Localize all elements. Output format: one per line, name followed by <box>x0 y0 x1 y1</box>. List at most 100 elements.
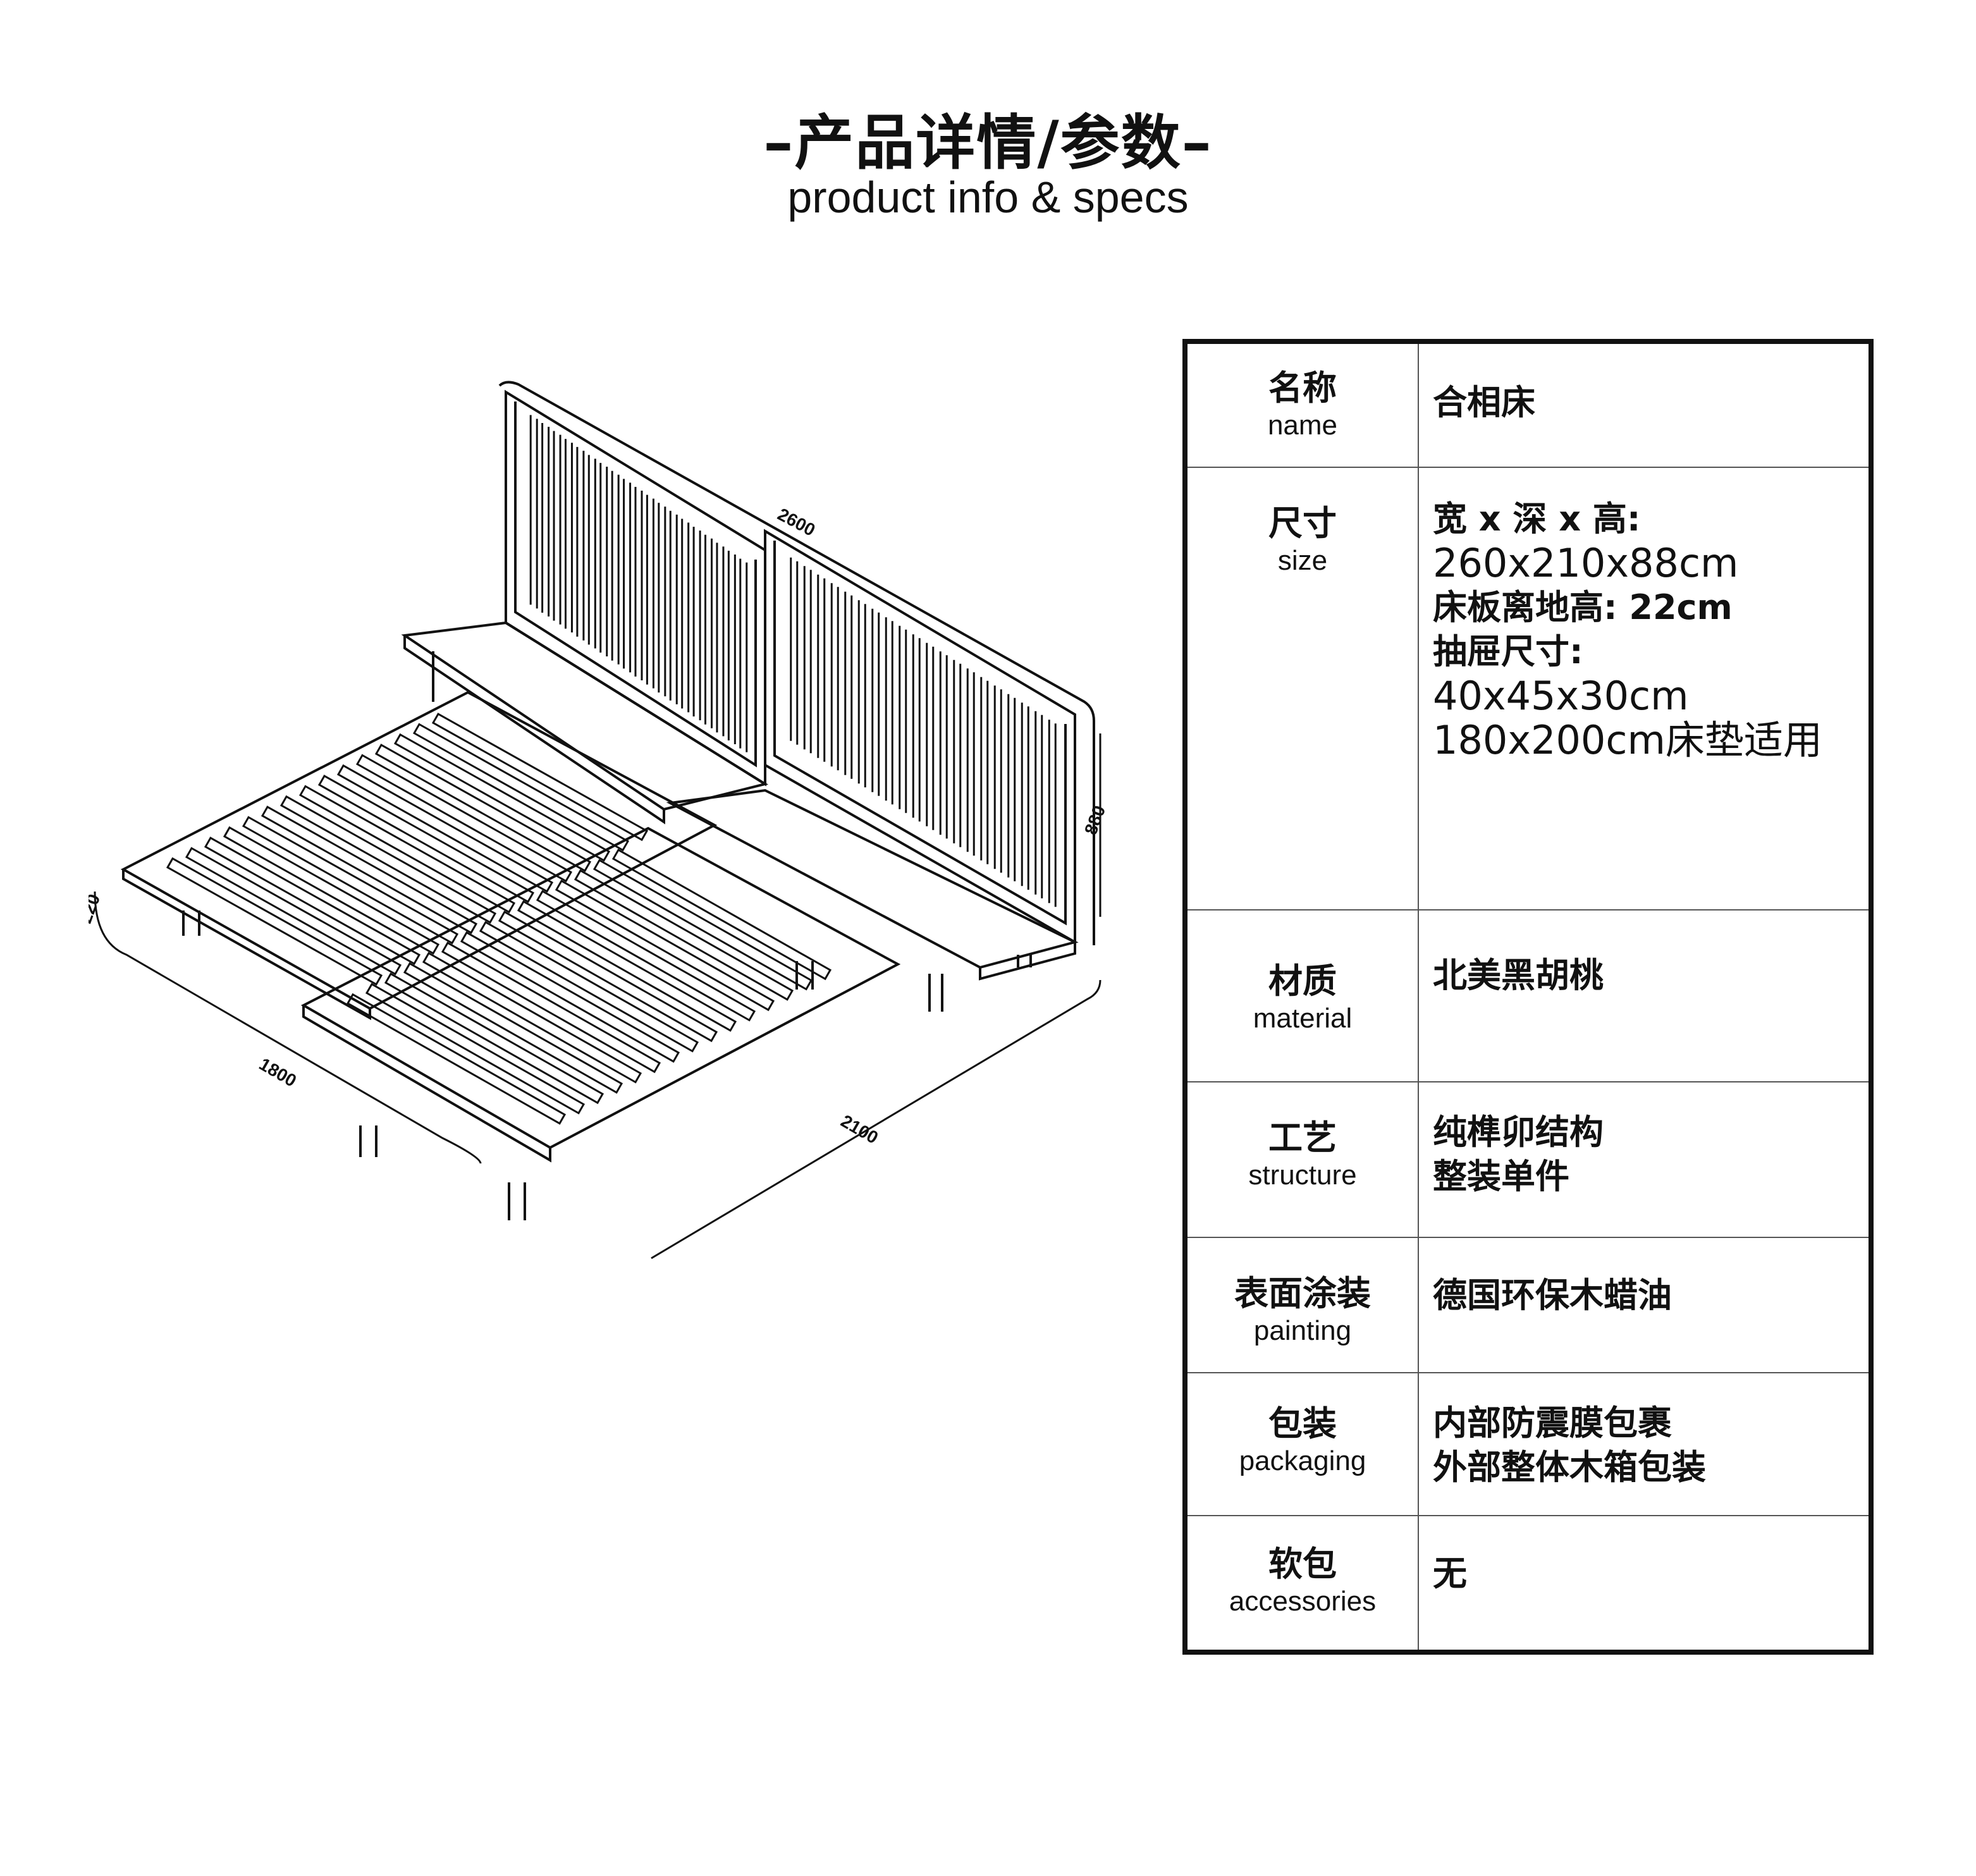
headboard-slat <box>681 518 690 713</box>
spec-value-line: 内部防震膜包裹 <box>1433 1403 1672 1443</box>
page-subtitle: product info & specs <box>787 173 1189 222</box>
bed-slat <box>460 931 680 1063</box>
dim-width-label: 2600 <box>775 504 819 540</box>
bed-slat <box>317 775 535 904</box>
headboard-slat <box>993 685 1002 873</box>
spec-label-en: accessories <box>1229 1586 1377 1617</box>
headboard-slat <box>885 617 893 805</box>
dim-bed-width-label: 1800 <box>256 1054 300 1091</box>
spec-value: 北美黑胡桃 <box>1433 953 1856 998</box>
spec-value: 内部防震膜包裹外部整体木箱包装 <box>1433 1401 1856 1490</box>
headboard-slat <box>739 558 748 752</box>
bed-slat <box>346 993 567 1125</box>
headboard-slat <box>727 551 736 745</box>
spec-label-cn: 名称 <box>1268 368 1337 408</box>
headboard-slat <box>529 415 538 609</box>
bed-slat <box>185 847 402 976</box>
spec-value-line: 北美黑胡桃 <box>1433 955 1604 995</box>
bed-slat <box>498 910 718 1043</box>
headboard-slat <box>926 642 935 830</box>
spec-label-en: painting <box>1253 1315 1352 1346</box>
headboard-slat <box>541 422 550 616</box>
spec-label-cn: 包装 <box>1268 1404 1337 1444</box>
dim-height-label: 880 <box>1081 803 1109 838</box>
bed-slat <box>298 785 516 914</box>
headboard-slat <box>611 470 620 665</box>
spec-label-en: material <box>1253 1003 1353 1034</box>
headboard-slat <box>1048 720 1057 907</box>
bed-slat <box>555 880 775 1012</box>
bed-slat <box>611 849 832 981</box>
spec-value-line: 外部整体木箱包装 <box>1433 1447 1706 1487</box>
bed-slat <box>431 713 649 842</box>
spec-value-line: 德国环保木蜡油 <box>1433 1275 1672 1315</box>
spec-value-line: 整装单件 <box>1433 1156 1569 1196</box>
headboard-slat <box>844 591 853 779</box>
bed-slat <box>166 857 383 986</box>
bed-slat <box>365 983 586 1115</box>
headboard-slat <box>716 543 725 737</box>
column-divider <box>1418 344 1419 1650</box>
spec-label-cn: 尺寸 <box>1268 503 1337 543</box>
headboard-slat <box>980 677 989 864</box>
headboard-slat <box>658 503 666 697</box>
bed-slat <box>279 795 497 924</box>
headboard-slat <box>912 634 921 822</box>
bed-slat <box>223 826 440 955</box>
headboard-slat <box>830 583 839 771</box>
spec-value: 纯榫卯结构整装单件 <box>1433 1110 1856 1199</box>
headboard-slat <box>669 510 678 704</box>
bed-slat <box>592 859 813 991</box>
headboard-slat <box>564 439 573 633</box>
headboard-slat <box>953 659 962 847</box>
bed-slat <box>393 733 611 862</box>
spec-value-line: 宽 x 深 x 高: <box>1433 499 1641 539</box>
bed-slat <box>412 723 630 852</box>
spec-value-line: 180x200cm床垫适用 <box>1433 717 1822 763</box>
bed-slat <box>261 806 478 935</box>
spec-label-cn: 软包 <box>1268 1544 1337 1584</box>
headboard-slat <box>857 600 866 788</box>
bed-slat <box>204 837 421 966</box>
spec-value: 德国环保木蜡油 <box>1433 1273 1856 1318</box>
headboard-slat <box>576 446 585 641</box>
spec-label-en: name <box>1267 410 1338 441</box>
headboard-slat <box>634 487 643 680</box>
headboard-slat <box>790 557 799 745</box>
bed-line-drawing: 2600 880 220 1800 2100 <box>89 373 1126 1284</box>
headboard-slat <box>599 463 608 657</box>
dim-depth-label: 2100 <box>838 1111 881 1148</box>
dim-leg-label: 220 <box>89 892 104 926</box>
bed-slat <box>384 972 604 1105</box>
bed-slat <box>479 921 699 1053</box>
headboard-slat <box>692 527 701 721</box>
headboard-slat <box>587 455 596 649</box>
headboard-slat <box>871 608 880 796</box>
bed-slat <box>517 900 737 1032</box>
headboard-slat <box>704 534 713 728</box>
bed-slat <box>536 890 756 1022</box>
page-title: –产品详情/参数– <box>763 109 1213 178</box>
spec-value-line: 合相床 <box>1433 383 1535 422</box>
bed-slat <box>355 754 573 883</box>
spec-label-cn: 表面涂装 <box>1234 1273 1371 1313</box>
headboard-slat <box>817 574 826 762</box>
spec-value-line: 260x210x88cm <box>1433 540 1739 586</box>
bed-slat <box>422 952 642 1084</box>
spec-label-cn: 材质 <box>1268 961 1337 1001</box>
headboard-slat <box>803 566 812 754</box>
bed-slat <box>441 941 661 1074</box>
